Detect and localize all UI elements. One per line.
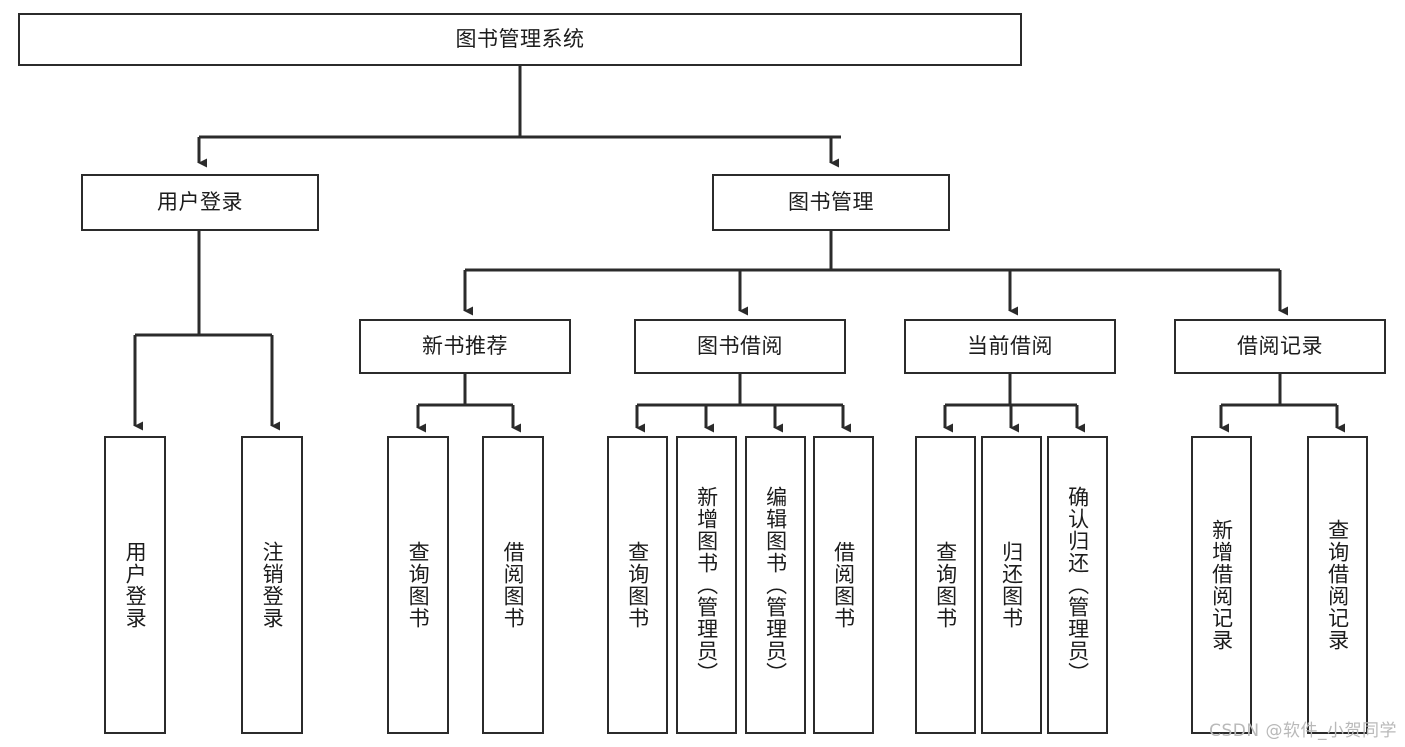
- leaf-user-login-signout[interactable]: 注销登录: [241, 436, 303, 734]
- node-book-borrow-label: 图书借阅: [697, 333, 783, 358]
- leaf-records-add-record-label: 新增借阅记录: [1209, 519, 1234, 651]
- leaf-records-query-record[interactable]: 查询借阅记录: [1307, 436, 1368, 734]
- node-book-borrow[interactable]: 图书借阅: [634, 319, 846, 374]
- leaf-borrow-add-book[interactable]: 新增图书（管理员）: [676, 436, 737, 734]
- node-new-book-recommend[interactable]: 新书推荐: [359, 319, 571, 374]
- leaf-user-login-signout-label: 注销登录: [260, 541, 285, 629]
- node-current-borrow[interactable]: 当前借阅: [904, 319, 1116, 374]
- leaf-borrow-query-book-label: 查询图书: [625, 541, 650, 629]
- node-user-login[interactable]: 用户登录: [81, 174, 319, 231]
- node-borrow-records-label: 借阅记录: [1237, 333, 1323, 358]
- node-book-management[interactable]: 图书管理: [712, 174, 950, 231]
- leaf-borrow-edit-book-label: 编辑图书（管理员）: [763, 486, 788, 684]
- leaf-current-confirm-return-label: 确认归还（管理员）: [1065, 486, 1090, 684]
- node-book-management-label: 图书管理: [788, 189, 874, 214]
- leaf-records-query-record-label: 查询借阅记录: [1325, 519, 1350, 651]
- node-root-label: 图书管理系统: [455, 26, 585, 51]
- leaf-new-book-borrow[interactable]: 借阅图书: [482, 436, 544, 734]
- node-current-borrow-label: 当前借阅: [967, 333, 1053, 358]
- leaf-current-query-book[interactable]: 查询图书: [915, 436, 976, 734]
- leaf-user-login-signin-label: 用户登录: [123, 541, 148, 629]
- leaf-borrow-query-book[interactable]: 查询图书: [607, 436, 668, 734]
- leaf-borrow-edit-book[interactable]: 编辑图书（管理员）: [745, 436, 806, 734]
- leaf-current-return-book[interactable]: 归还图书: [981, 436, 1042, 734]
- leaf-borrow-borrow-book-label: 借阅图书: [831, 541, 856, 629]
- leaf-new-book-query-label: 查询图书: [406, 541, 431, 629]
- node-borrow-records[interactable]: 借阅记录: [1174, 319, 1386, 374]
- leaf-borrow-borrow-book[interactable]: 借阅图书: [813, 436, 874, 734]
- leaf-new-book-query[interactable]: 查询图书: [387, 436, 449, 734]
- leaf-new-book-borrow-label: 借阅图书: [501, 541, 526, 629]
- node-root[interactable]: 图书管理系统: [18, 13, 1022, 66]
- leaf-records-add-record[interactable]: 新增借阅记录: [1191, 436, 1252, 734]
- leaf-borrow-add-book-label: 新增图书（管理员）: [694, 486, 719, 684]
- node-user-login-label: 用户登录: [157, 189, 243, 214]
- leaf-user-login-signin[interactable]: 用户登录: [104, 436, 166, 734]
- node-new-book-recommend-label: 新书推荐: [422, 333, 508, 358]
- leaf-current-return-book-label: 归还图书: [999, 541, 1024, 629]
- leaf-current-query-book-label: 查询图书: [933, 541, 958, 629]
- leaf-current-confirm-return[interactable]: 确认归还（管理员）: [1047, 436, 1108, 734]
